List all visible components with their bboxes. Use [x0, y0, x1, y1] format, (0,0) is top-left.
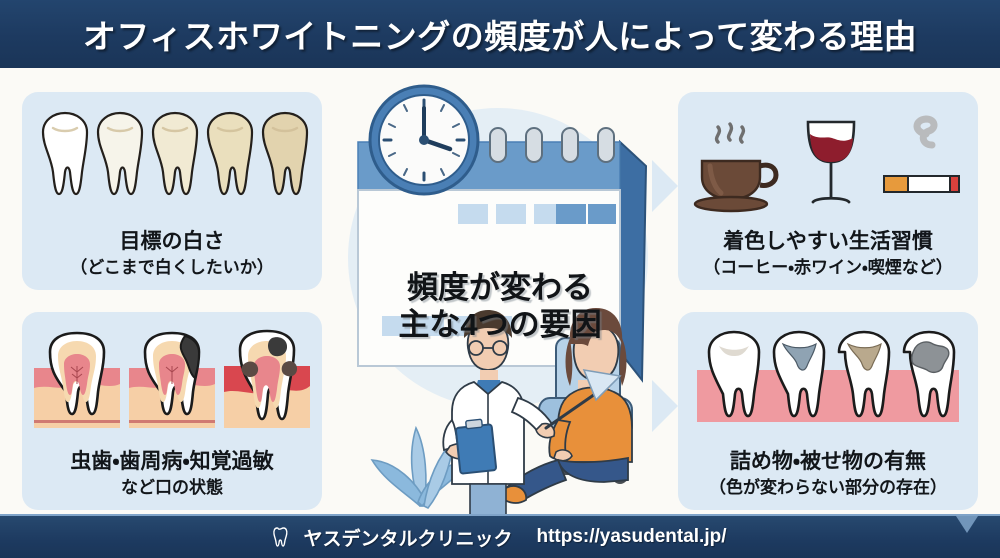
header-banner: オフィスホワイトニングの頻度が人によって変わる理由	[0, 0, 1000, 68]
lifestyle-staining-icons	[693, 115, 960, 212]
cigarette-icon	[883, 115, 960, 193]
wall-clock-icon	[368, 84, 480, 196]
arrow-to-bottom-right-card	[652, 380, 678, 432]
wine-glass-icon	[806, 120, 856, 203]
periodontal-tooth	[224, 329, 310, 428]
calendar-date-blocks-top	[458, 204, 616, 224]
factor-card-text-block: 目標の白さ （どこまで白くしたいか）	[22, 227, 322, 290]
tooth-cross-section-illustration	[22, 312, 322, 447]
footer-bar: ヤスデンタルクリニック https://yasudental.jp/	[0, 514, 1000, 558]
factor-subtitle: （どこまで白くしたいか）	[70, 257, 274, 277]
factor-subtitle: （コーヒー・赤ワイン・喫煙など）	[703, 257, 953, 277]
factor-subtitle: （色が変わらない部分の存在）	[709, 477, 947, 497]
teeth-with-fillings-illustration	[678, 312, 978, 447]
decay-progression-icon	[34, 329, 310, 428]
clinic-url[interactable]: https://yasudental.jp/	[536, 526, 727, 547]
factor-title: 虫歯・歯周病・知覚過敏	[70, 450, 274, 474]
factor-subtitle: など口の状態	[121, 477, 223, 497]
factor-card-text-block: 詰め物・被せ物の有無 （色が変わらない部分の存在）	[678, 447, 978, 510]
footer-notch-marker	[956, 516, 978, 533]
factor-title: 詰め物・被せ物の有無	[729, 450, 927, 474]
tooth-icon	[273, 527, 288, 547]
factor-card-text-block: 着色しやすい生活習慣 （コーヒー・赤ワイン・喫煙など）	[678, 227, 978, 290]
coffee-wine-cigarette-illustration	[678, 92, 978, 227]
teeth-shade-gradient-illustration	[22, 92, 322, 227]
factor-card-staining-habits: 着色しやすい生活習慣 （コーヒー・赤ワイン・喫煙など）	[678, 92, 978, 290]
coffee-cup-icon	[693, 121, 779, 212]
factor-title: 着色しやすい生活習慣	[723, 230, 933, 254]
calendar-clock-scene	[357, 84, 648, 550]
teeth-shade-gradient-icon	[41, 111, 309, 195]
factor-card-target-whiteness: 目標の白さ （どこまで白くしたいか）	[22, 92, 322, 290]
fillings-icon	[697, 330, 959, 422]
page-title: オフィスホワイトニングの頻度が人によって変わる理由	[82, 18, 918, 55]
factor-card-oral-condition: 虫歯・歯周病・知覚過敏 など口の状態	[22, 312, 322, 510]
healthy-tooth	[34, 331, 120, 428]
factor-card-text-block: 虫歯・歯周病・知覚過敏 など口の状態	[22, 447, 322, 510]
clinic-name: ヤスデンタルクリニック	[303, 528, 513, 550]
factor-title: 目標の白さ	[119, 230, 225, 254]
center-illustration: 頻度が変わる 主な4つの要因	[330, 80, 670, 550]
decayed-tooth	[129, 331, 215, 428]
calendar-rings	[489, 127, 615, 163]
arrow-to-top-right-card	[652, 160, 678, 212]
factor-card-fillings-crowns: 詰め物・被せ物の有無 （色が変わらない部分の存在）	[678, 312, 978, 510]
